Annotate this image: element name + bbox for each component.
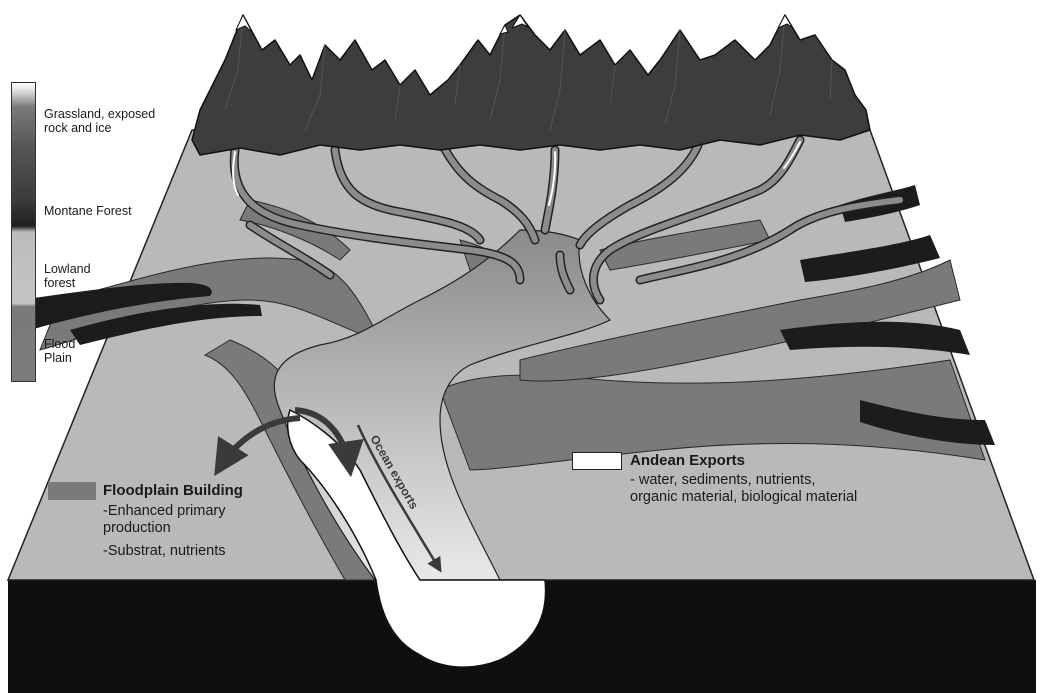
floodplain-line-2: -Substrat, nutrients [103,543,226,560]
andean-swatch [572,452,622,470]
legend-color-bar [11,82,36,382]
andean-title: Andean Exports [630,452,745,469]
legend-label-lowland-forest: Lowland forest [44,262,91,291]
floodplain-swatch [48,482,96,500]
andean-line-1: - water, sediments, nutrients, organic m… [630,472,857,505]
mountain-range [192,15,870,155]
floodplain-line-1: -Enhanced primary production [103,503,226,536]
legend-label-flood-plain: Flood Plain [44,337,75,366]
legend-label-grassland: Grassland, exposed rock and ice [44,107,155,136]
legend-label-montane-forest: Montane Forest [44,204,132,218]
floodplain-title: Floodplain Building [103,482,243,499]
